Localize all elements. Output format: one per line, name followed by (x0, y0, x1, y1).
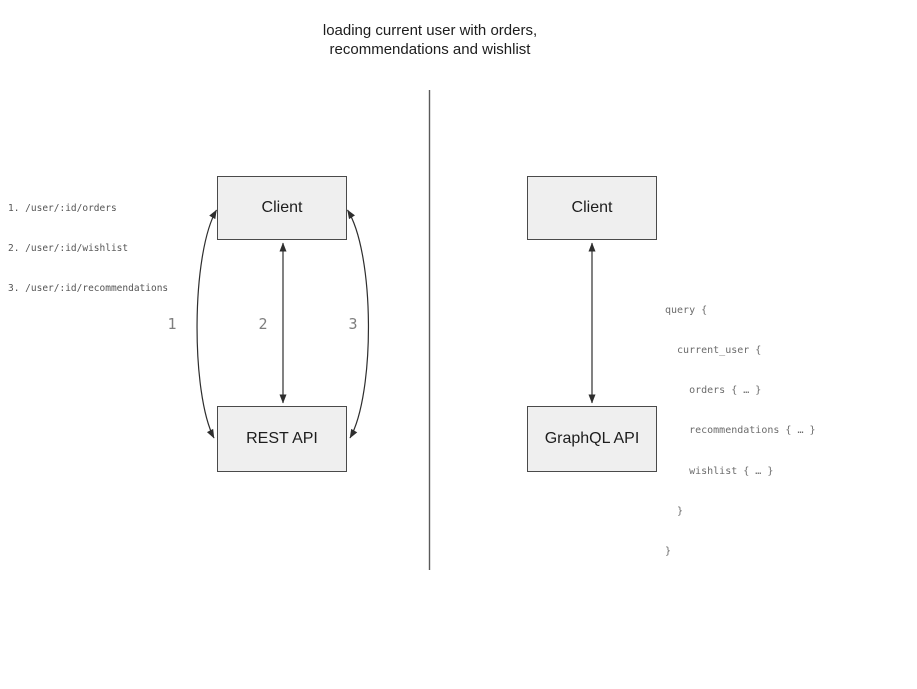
graphql-client-label: Client (571, 199, 613, 216)
rest-arrow-3-label: 3 (348, 315, 358, 333)
rest-endpoint-1: 1. /user/:id/orders (8, 202, 117, 214)
title-line-2: recommendations and wishlist (329, 41, 531, 58)
rest-api-node: REST API (217, 406, 347, 472)
query-line-2: current_user { (665, 345, 762, 357)
title-line-1: loading current user with orders, (322, 22, 538, 39)
rest-client-node: Client (217, 176, 347, 240)
graphql-api-label: GraphQL API (544, 430, 640, 447)
rest-arrow-2-label: 2 (258, 315, 268, 333)
query-line-7: } (665, 546, 672, 558)
query-line-5: wishlist { … } (665, 465, 774, 477)
rest-endpoint-2: 2. /user/:id/wishlist (8, 243, 129, 255)
rest-api-label: REST API (246, 430, 318, 447)
query-line-3: orders { … } (665, 385, 762, 397)
rest-client-label: Client (261, 199, 303, 216)
rest-arrow-1-label: 1 (167, 315, 177, 333)
graphql-api-node: GraphQL API (527, 406, 657, 472)
rest-endpoint-3: 3. /user/:id/recommendations (8, 283, 169, 295)
query-line-4: recommendations { … } (665, 425, 816, 437)
rest-endpoint-list: 1. /user/:id/orders 2. /user/:id/wishlis… (8, 175, 168, 322)
graphql-query-code: query { current_user { orders { … } reco… (665, 277, 816, 585)
rest-arrow-1-curve (196, 209, 218, 439)
diagram-title: loading current user with orders, recomm… (30, 21, 830, 59)
query-line-1: query { (665, 304, 708, 316)
query-line-6: } (665, 505, 684, 517)
graphql-client-node: Client (527, 176, 657, 240)
